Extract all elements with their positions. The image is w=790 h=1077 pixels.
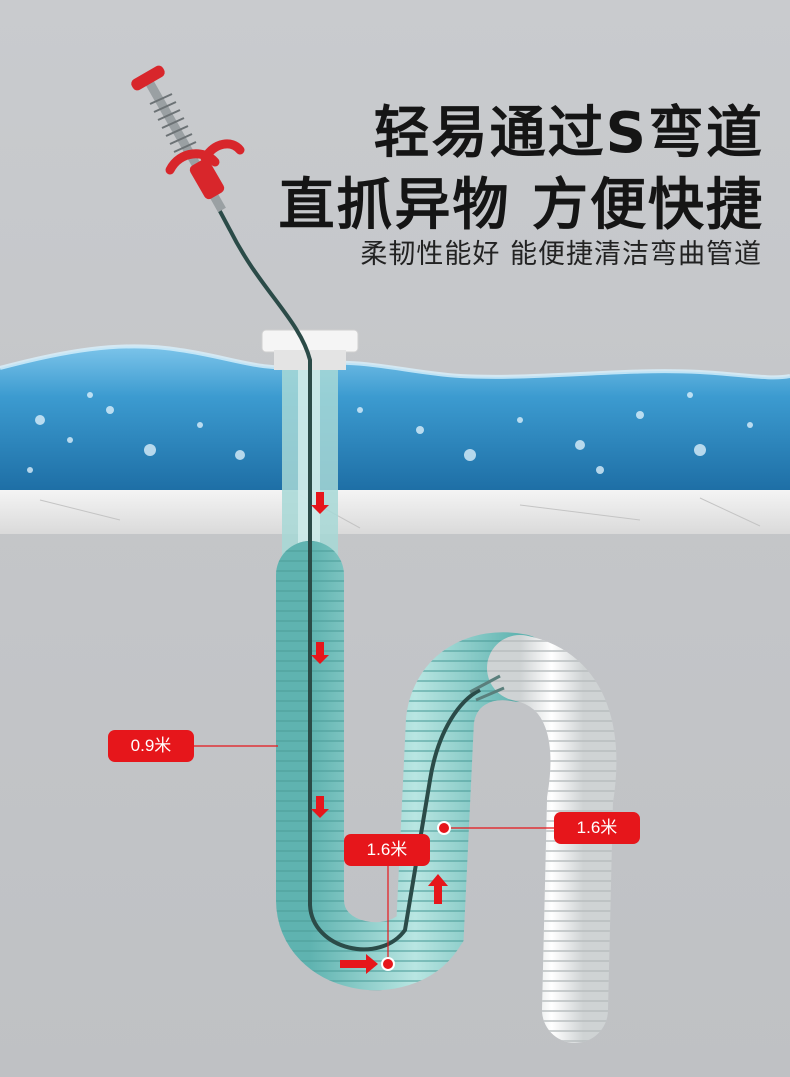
drain-flange xyxy=(261,329,359,353)
leader-dots xyxy=(381,821,451,971)
water-bubbles xyxy=(27,392,753,474)
arrow-down-1 xyxy=(311,492,329,514)
length-tag-bend-left: 1.6米 xyxy=(344,834,430,866)
arrow-down-2 xyxy=(311,642,329,664)
arrow-right xyxy=(340,954,378,974)
grabber-claw xyxy=(469,674,505,702)
counter-top xyxy=(0,490,790,534)
subtitle: 柔韧性能好 能便捷清洁弯曲管道 xyxy=(360,239,762,270)
arrow-up xyxy=(428,874,448,904)
length-tag-bend-right: 1.6米 xyxy=(554,812,640,844)
length-tag-vertical: 0.9米 xyxy=(108,730,194,762)
grabber-cable xyxy=(148,79,481,952)
flow-arrows xyxy=(311,492,448,974)
water-surface xyxy=(0,346,790,490)
headline-line-1: 轻易通过S弯道 xyxy=(373,101,764,166)
arrow-down-3 xyxy=(311,796,329,818)
grabber-handle xyxy=(131,65,245,213)
headline-line-2: 直抓异物 方便快捷 xyxy=(278,173,764,238)
